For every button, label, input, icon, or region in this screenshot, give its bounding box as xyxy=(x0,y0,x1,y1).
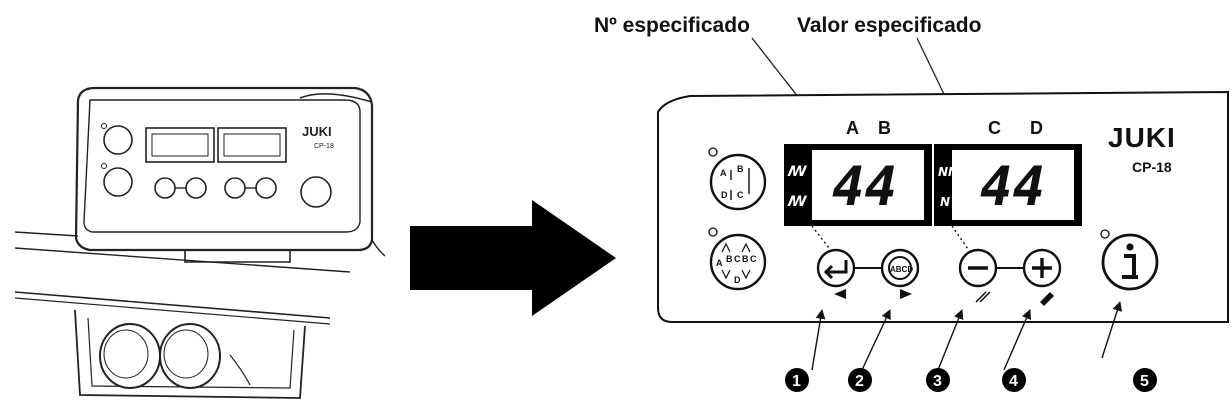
info-icon xyxy=(1122,254,1138,279)
callout-2: 2 xyxy=(848,368,872,392)
callout-3-label: 3 xyxy=(933,373,942,390)
cycle-mode-letter-c2: C xyxy=(750,254,757,264)
svg-text:N: N xyxy=(940,195,950,209)
reset-icon xyxy=(975,291,991,303)
display-right-letter-d: D xyxy=(1030,118,1043,138)
panel-model: CP-18 xyxy=(1132,159,1172,175)
callout-5-label: 5 xyxy=(1140,373,1149,390)
svg-text:ꟿ: ꟿ xyxy=(787,194,808,210)
pattern-mode-letter-d: D xyxy=(721,190,728,200)
display-right-value: 44 xyxy=(980,155,1045,218)
led-upper xyxy=(708,147,718,157)
sketch-brand: JUKI xyxy=(302,124,332,139)
callout-4-label: 4 xyxy=(1009,373,1018,390)
right-arrow-icon xyxy=(900,289,912,299)
cycle-mode-letter-b1: B xyxy=(726,254,733,264)
led-lower xyxy=(708,227,718,237)
info-icon-dot xyxy=(1126,243,1134,251)
plus-icon xyxy=(1032,258,1052,278)
spec-number-label: Nº especificado xyxy=(594,14,750,37)
operation-panel: JUKI CP-18 A B 44 ꟿ ꟿ C D 44 NN N xyxy=(657,90,1229,323)
left-arrow-icon xyxy=(834,289,846,299)
cycle-mode-letter-b2: B xyxy=(742,254,749,264)
direction-arrow xyxy=(410,200,616,316)
machine-sketch: JUKI CP-18 xyxy=(14,86,386,399)
led-info xyxy=(1100,229,1110,239)
cycle-mode-letter-a: A xyxy=(716,258,723,268)
plus-button[interactable] xyxy=(1022,248,1062,306)
cycle-mode-button[interactable]: A B C B C D xyxy=(709,233,767,291)
sketch-model: CP-18 xyxy=(314,143,334,150)
callout-5: 5 xyxy=(1133,368,1157,392)
abcd-rotate-icon: ABCD xyxy=(890,265,913,274)
pattern-mode-letter-c: C xyxy=(737,190,744,200)
callout-1-label: 1 xyxy=(792,373,801,390)
spec-value-label: Valor especificado xyxy=(797,14,981,37)
callout-3: 3 xyxy=(926,368,950,392)
enter-icon xyxy=(823,260,848,280)
pattern-mode-letter-b: B xyxy=(737,164,744,174)
display-left: A B 44 ꟿ ꟿ xyxy=(784,118,932,226)
svg-text:ꟿ: ꟿ xyxy=(787,164,808,180)
pattern-mode-button[interactable]: A B D C xyxy=(709,153,767,211)
info-button[interactable] xyxy=(1101,233,1159,291)
pencil-icon xyxy=(1040,292,1054,306)
display-left-value: 44 xyxy=(832,155,897,218)
callout-4: 4 xyxy=(1002,368,1026,392)
svg-text:NN: NN xyxy=(938,165,958,179)
display-left-letter-a: A xyxy=(846,118,859,138)
display-right: C D 44 NN N xyxy=(934,118,1082,226)
panel-brand: JUKI xyxy=(1108,122,1176,153)
display-left-letter-b: B xyxy=(878,118,891,138)
callout-1: 1 xyxy=(785,368,809,392)
abcd-button[interactable]: ABCD xyxy=(880,248,920,299)
pattern-mode-letter-a: A xyxy=(720,168,727,178)
cycle-mode-letter-d: D xyxy=(734,275,741,285)
callout-2-label: 2 xyxy=(855,373,864,390)
cycle-mode-letter-c1: C xyxy=(734,254,741,264)
display-right-letter-c: C xyxy=(988,118,1001,138)
minus-button[interactable] xyxy=(958,248,998,303)
